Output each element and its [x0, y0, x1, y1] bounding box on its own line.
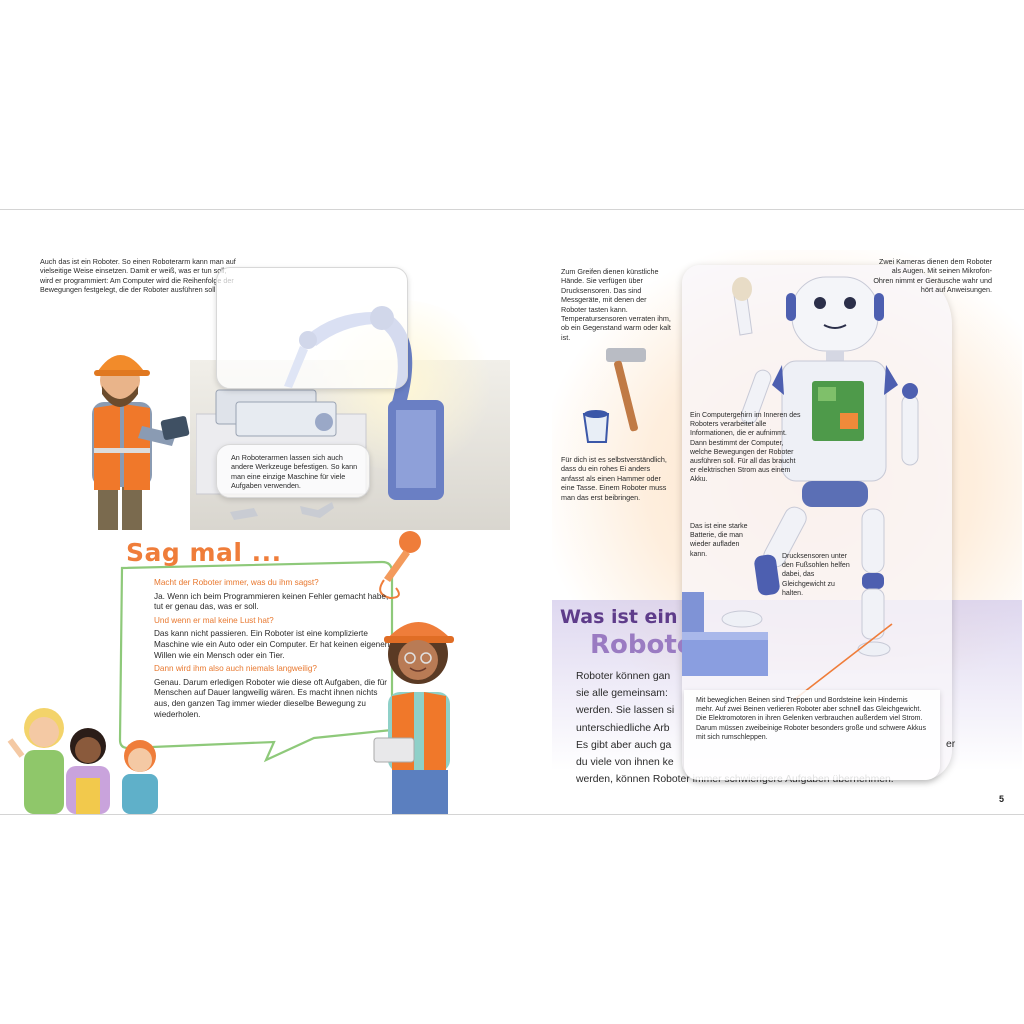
body-line-2: sie alle gemeinsam: [576, 688, 668, 700]
engineer-illustration [373, 622, 454, 814]
body-line-6: du viele von ihnen ke [576, 757, 674, 769]
book-spread: Auch das ist ein Roboter. So einen Robot… [0, 209, 1024, 815]
body-line-3: werden. Sie lassen si [576, 705, 675, 717]
answer-3: Genau. Darum erledigen Roboter wie diese… [154, 677, 388, 719]
children-illustration [7, 708, 158, 814]
page-number: 5 [999, 794, 1005, 804]
question-2: Und wenn er mal keine Lust hat? [154, 615, 274, 625]
speech-bubble-outline [118, 560, 394, 763]
battery-text: Das ist eine starke Batterie, die man wi… [690, 523, 748, 558]
page-title-line2: Robote [590, 630, 682, 660]
humanoid-robot-illustration [721, 276, 919, 657]
brain-text: Ein Computergehirn im Inneren des Robote… [690, 412, 801, 484]
sag-mal-dialogue: Macht der Roboter immer, was du ihm sags… [154, 578, 394, 723]
microphone-icon [379, 531, 421, 600]
hammer-cup-illustration [582, 348, 646, 443]
page-title-line1: Was ist ein [560, 606, 678, 628]
legs-text: Mit beweglichen Beinen sind Treppen und … [696, 697, 926, 741]
arm-top-window [216, 267, 408, 389]
answer-2: Das kann nicht passieren. Ein Roboter is… [154, 629, 390, 660]
arm-caption: An Roboterarmen lassen sich auch andere … [231, 453, 358, 491]
grip-text: Zum Greifen dienen künstliche Hände. Sie… [561, 267, 671, 342]
intro-text: Auch das ist ein Roboter. So einen Robot… [40, 257, 236, 295]
right-page: Zum Greifen dienen künstliche Hände. Sie… [512, 210, 1024, 814]
legs-caption-box: Mit beweglichen Beinen sind Treppen und … [684, 690, 940, 780]
body-line-tail: er [946, 739, 956, 750]
blue-steps [682, 592, 768, 676]
gripper-tools [230, 502, 334, 520]
body-line-4: unterschiedliche Arb [576, 722, 670, 734]
egg-text: Für dich ist es selbstverständlich, dass… [561, 455, 667, 502]
question-3: Dann wird ihm also auch niemals langweil… [154, 664, 317, 674]
cameras-text: Zwei Kameras dienen dem Roboter als Auge… [873, 257, 992, 295]
question-1: Macht der Roboter immer, was du ihm sags… [154, 578, 319, 587]
sag-mal-title: Sag mal ... [126, 538, 282, 567]
body-line-1: Roboter können gan [576, 671, 671, 682]
answer-1: Ja. Wenn ich beim Programmieren keinen F… [154, 591, 389, 612]
body-line-5: Es gibt aber auch ga [576, 739, 672, 751]
worker-illustration [92, 355, 190, 530]
arm-caption-box: An Roboterarmen lassen sich auch andere … [216, 444, 370, 498]
pressure-text: Drucksensoren unter den Fußsohlen helfen… [782, 553, 850, 597]
left-page: Auch das ist ein Roboter. So einen Robot… [0, 210, 512, 814]
